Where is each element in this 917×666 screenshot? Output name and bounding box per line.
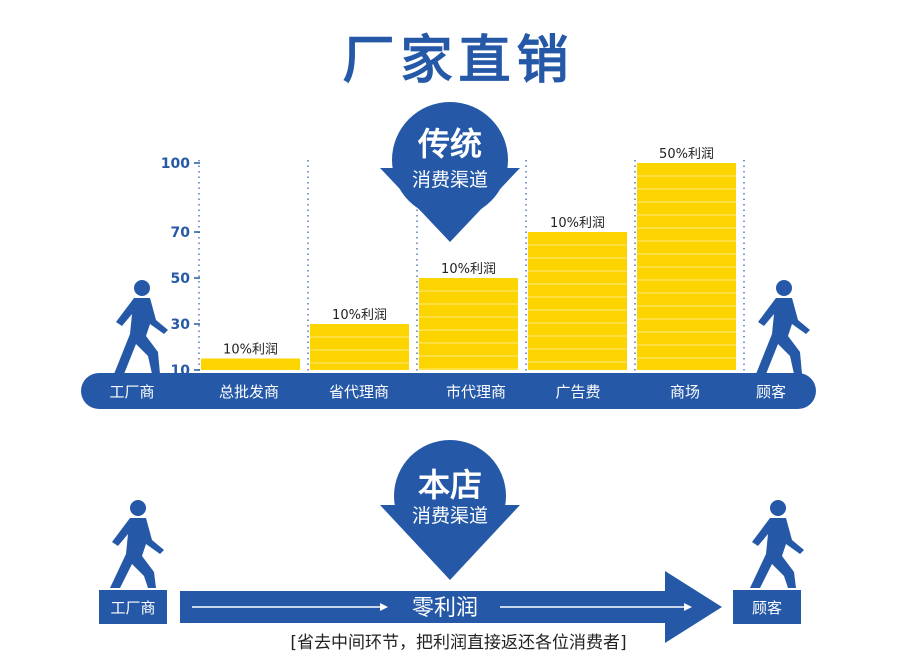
bar-data-label: 10%利润 xyxy=(441,262,496,277)
store-caption: [省去中间环节，把利润直接返还各位消费者] xyxy=(290,633,627,653)
walking-person-icon xyxy=(114,280,168,374)
arrow-head-right xyxy=(684,603,692,611)
category-label: 市代理商 xyxy=(446,383,506,401)
category-labels: 总批发商 省代理商 市代理商 广告费 商场 xyxy=(219,383,700,401)
traditional-end-label: 顾客 xyxy=(756,383,786,401)
walking-person-icon xyxy=(110,500,164,588)
bar-data-label: 10%利润 xyxy=(332,308,387,323)
bar xyxy=(637,163,736,370)
store-end-label: 顾客 xyxy=(752,599,782,617)
bar xyxy=(528,232,627,370)
store-start-label: 工厂商 xyxy=(110,599,155,617)
bar-data-label: 50%利润 xyxy=(659,147,714,162)
bar xyxy=(419,278,518,370)
category-label: 商场 xyxy=(670,383,700,401)
bar xyxy=(201,358,300,370)
page-title: 厂家直销 xyxy=(342,31,575,91)
store-badge-subtitle: 消费渠道 xyxy=(412,505,488,527)
y-tick-label: 70 xyxy=(171,225,191,241)
store-start-box xyxy=(99,590,167,624)
category-label: 总批发商 xyxy=(219,383,279,401)
data-labels: 10%利润 10%利润 10%利润 10%利润 50%利润 xyxy=(223,147,714,358)
walking-person-icon xyxy=(750,500,804,588)
walking-person-icon xyxy=(756,280,810,374)
bars xyxy=(201,163,736,370)
traditional-channel-bar xyxy=(81,373,816,409)
bar-data-label: 10%利润 xyxy=(550,216,605,231)
y-tick-label: 30 xyxy=(171,317,191,333)
zero-profit-label: 零利润 xyxy=(412,596,478,621)
traditional-badge: 传统 消费渠道 xyxy=(380,102,520,242)
traditional-badge-title: 传统 xyxy=(417,125,482,163)
store-badge: 本店 消费渠道 xyxy=(380,440,520,580)
traditional-badge-subtitle: 消费渠道 xyxy=(412,169,488,191)
y-tick-label: 50 xyxy=(171,271,191,287)
chart-grid xyxy=(198,160,745,372)
store-badge-title: 本店 xyxy=(418,466,482,504)
category-label: 广告费 xyxy=(555,383,600,401)
zero-profit-arrow xyxy=(180,571,722,643)
bar-data-label: 10%利润 xyxy=(223,343,278,358)
arrow-head-left xyxy=(380,603,388,611)
category-label: 省代理商 xyxy=(329,383,389,401)
store-end-box xyxy=(733,590,801,624)
bar xyxy=(310,324,409,370)
y-tick-label: 100 xyxy=(161,156,190,172)
traditional-start-label: 工厂商 xyxy=(109,383,154,401)
